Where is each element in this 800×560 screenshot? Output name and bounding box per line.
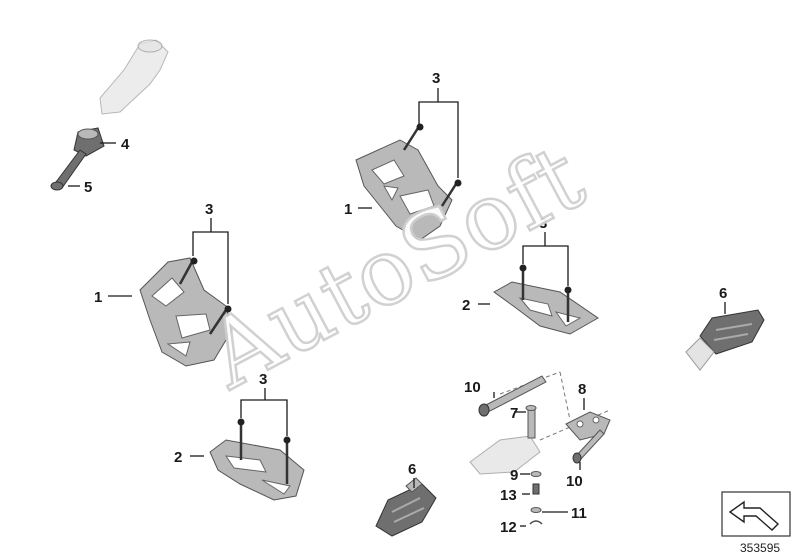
footpeg-part-right xyxy=(685,309,765,371)
callout-6-right: 6 xyxy=(719,285,727,302)
screw-part-5 xyxy=(50,149,87,191)
callout-1-left: 1 xyxy=(94,289,102,306)
callout-11: 11 xyxy=(571,505,587,522)
callout-7: 7 xyxy=(510,405,518,422)
handlebar-grip-ghost xyxy=(99,39,169,115)
diagram-id: 353595 xyxy=(740,541,780,555)
footpeg-ghost xyxy=(469,435,541,475)
screw-part-upper-b xyxy=(440,179,462,207)
callout-3-lower-plate: 3 xyxy=(259,371,267,388)
callout-3-upper-guard: 3 xyxy=(432,70,440,87)
heel-guard-part-upper xyxy=(355,139,453,241)
footrest-plate-part-right xyxy=(493,281,599,335)
footpeg-part-lower xyxy=(375,477,437,537)
spring-part-13 xyxy=(532,483,540,495)
screw-part-upper-a xyxy=(402,123,424,151)
callout-6-lower: 6 xyxy=(408,461,416,478)
footrest-plate-part-lower xyxy=(209,439,305,501)
callout-2-right: 2 xyxy=(462,297,470,314)
bolt-part-10-lower xyxy=(572,429,605,464)
washer-part-11 xyxy=(530,507,542,513)
bracket-part-8 xyxy=(565,411,611,441)
callout-3-left-guard: 3 xyxy=(205,201,213,218)
callout-1-upper: 1 xyxy=(344,201,352,218)
callout-12: 12 xyxy=(500,519,517,536)
bar-end-weight-part xyxy=(73,127,105,157)
callout-5: 5 xyxy=(84,179,92,196)
callout-9: 9 xyxy=(510,467,518,484)
screw-part-lower-b xyxy=(283,436,291,484)
screw-part-right-b xyxy=(564,286,572,322)
callout-4: 4 xyxy=(121,136,130,153)
screw-part-lower-a xyxy=(237,418,245,460)
clip-part-12 xyxy=(529,520,543,525)
callout-8: 8 xyxy=(578,381,586,398)
screw-part-right-a xyxy=(519,264,527,300)
callout-3-right-plate: 3 xyxy=(539,215,547,232)
screw-part-left-b xyxy=(208,305,232,335)
washer-part-9 xyxy=(530,471,542,477)
arrow-frame-icon xyxy=(721,491,791,537)
screw-part-left-a xyxy=(178,257,198,285)
callout-10-lower: 10 xyxy=(566,473,583,490)
callout-13: 13 xyxy=(500,487,517,504)
callout-2-lower: 2 xyxy=(174,449,182,466)
bolt-part-10-upper xyxy=(478,375,547,417)
callout-10-upper: 10 xyxy=(464,379,481,396)
heel-guard-part-left xyxy=(139,257,233,367)
pin-part-7 xyxy=(525,405,537,439)
